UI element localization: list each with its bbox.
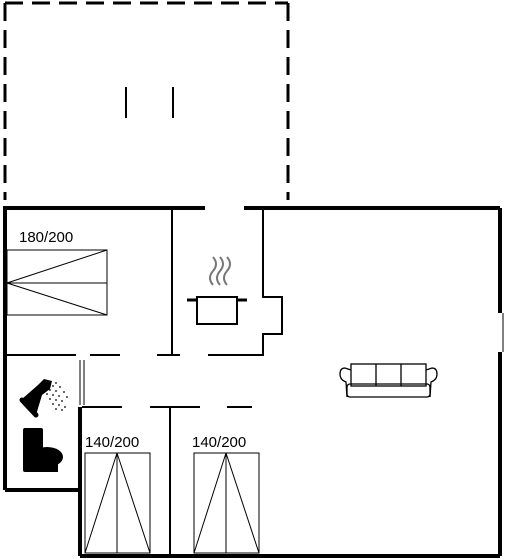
- bed-size-label-left: 140/200: [85, 434, 139, 451]
- cooking-pot-icon: [187, 256, 247, 325]
- single-bed-left: [84, 452, 151, 554]
- sofa-icon: [339, 363, 438, 398]
- terrace-railing-marks: [125, 87, 174, 118]
- terrace-outline: [3, 1, 290, 200]
- interior-walls: [5, 207, 283, 556]
- toilet-icon: [23, 428, 63, 472]
- bed-size-label-right: 140/200: [192, 434, 246, 451]
- single-bed-right: [193, 452, 260, 554]
- bed-size-label-main: 180/200: [19, 229, 73, 246]
- double-bed: [6, 249, 108, 316]
- shower-icon: [19, 379, 68, 418]
- exterior-walls: [3, 206, 502, 558]
